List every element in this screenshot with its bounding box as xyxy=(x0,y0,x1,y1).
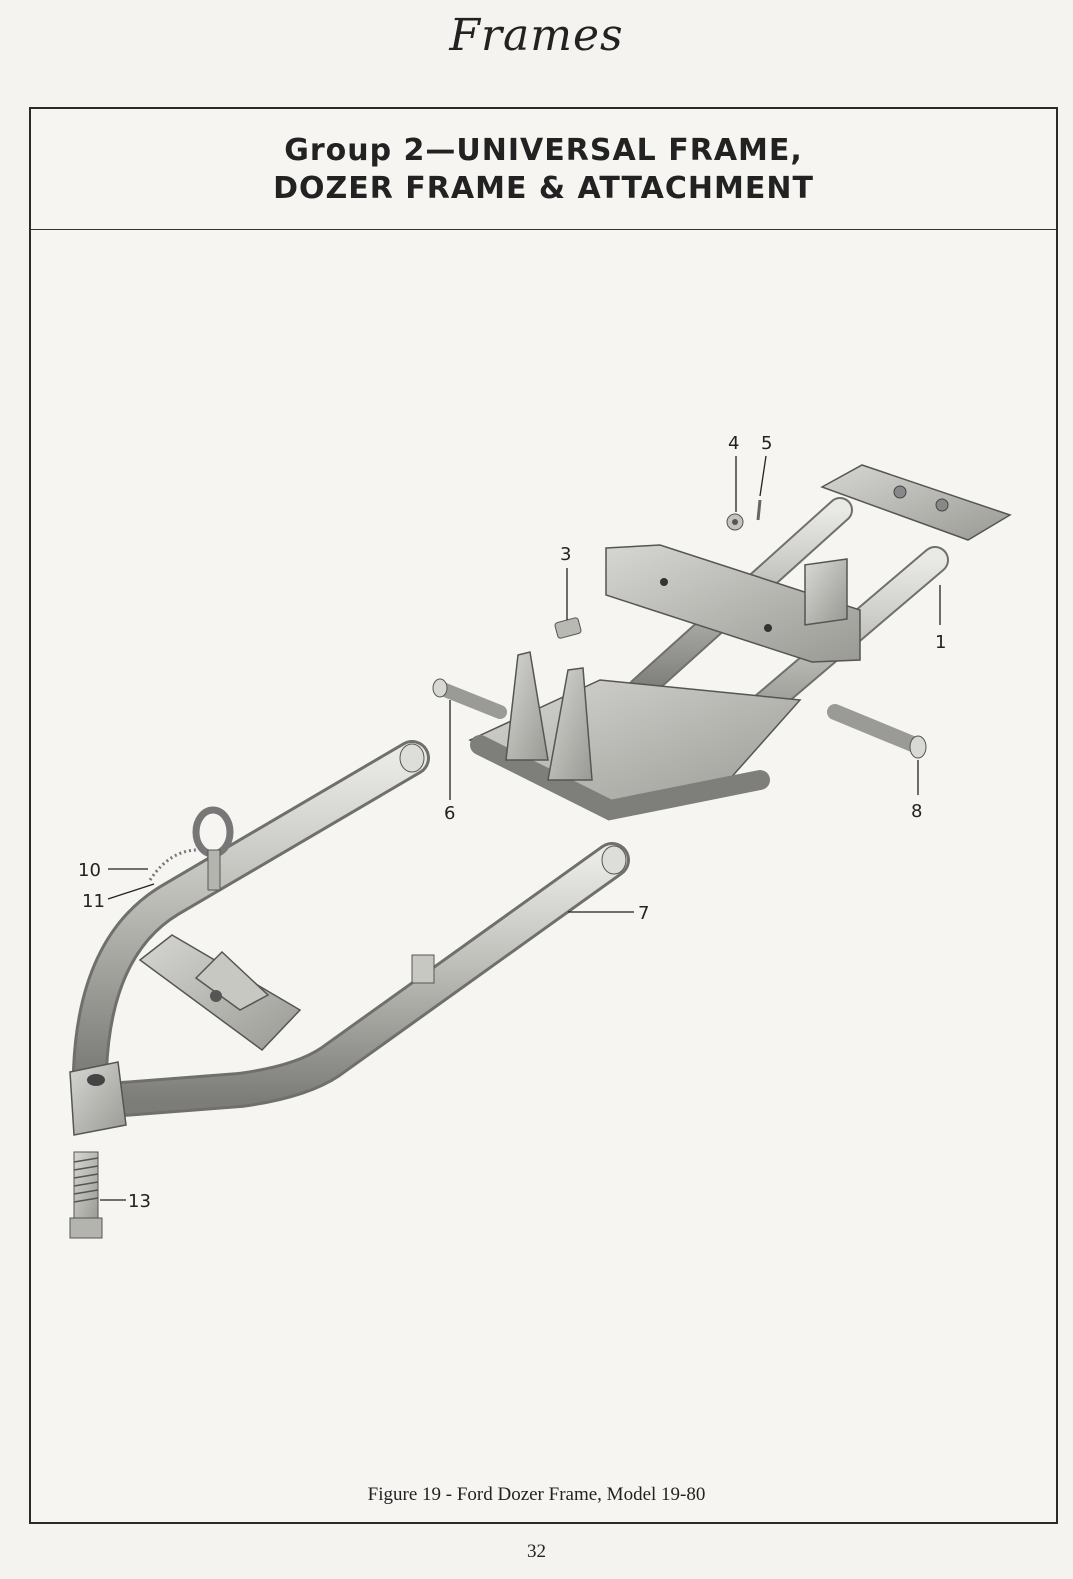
bolt-3 xyxy=(554,617,582,639)
cross-bracket xyxy=(605,544,861,663)
figure-frame: Group 2—UNIVERSAL FRAME, DOZER FRAME & A… xyxy=(29,107,1058,1524)
callout-4: 4 xyxy=(728,433,739,454)
leader-11 xyxy=(107,883,155,900)
page-number: 32 xyxy=(527,1541,546,1562)
pin-6 xyxy=(433,681,507,719)
hitch-bracket xyxy=(194,950,270,1011)
base-tube xyxy=(470,735,770,821)
rear-mount-plate xyxy=(820,464,1012,541)
hitch-hole xyxy=(210,990,222,1002)
pin-8-head xyxy=(909,735,927,759)
running-head: Frames xyxy=(449,10,624,61)
arm-end-upper xyxy=(399,743,425,773)
plate-bolt-2 xyxy=(935,498,949,512)
dozer-arm-lower-hl xyxy=(95,845,627,1115)
cotter-pin-5 xyxy=(756,499,762,521)
callout-11: 11 xyxy=(82,891,105,912)
upright-left xyxy=(505,651,549,761)
bolt-13-shank xyxy=(73,1151,99,1223)
callout-13: 13 xyxy=(128,1191,151,1212)
callout-8: 8 xyxy=(911,801,922,822)
callout-5: 5 xyxy=(761,433,772,454)
dozer-frame xyxy=(69,740,630,1136)
chain-10-11 xyxy=(148,848,199,881)
leader-5 xyxy=(759,455,767,497)
nut-4-hole xyxy=(732,519,738,525)
plate-bolt-1 xyxy=(893,485,907,499)
callouts xyxy=(100,455,941,1201)
clevis-lug xyxy=(411,954,435,984)
hardware-parts xyxy=(69,499,927,1239)
title-line-2: DOZER FRAME & ATTACHMENT xyxy=(273,171,814,206)
title-line-1: Group 2—UNIVERSAL FRAME, xyxy=(284,133,803,168)
lifting-eye xyxy=(192,806,234,858)
pivot-hole xyxy=(87,1074,105,1086)
side-plate xyxy=(804,558,848,626)
callout-1: 1 xyxy=(935,632,946,653)
title-band: Group 2—UNIVERSAL FRAME, DOZER FRAME & A… xyxy=(31,109,1056,230)
lifting-eye-stem xyxy=(207,849,221,891)
bolt-13-threads xyxy=(73,1157,99,1203)
pin-8 xyxy=(827,704,923,753)
callout-10: 10 xyxy=(78,860,101,881)
figure-caption: Figure 19 - Ford Dozer Frame, Model 19-8… xyxy=(367,1484,706,1505)
bolt-13-head xyxy=(69,1217,103,1239)
callout-3: 3 xyxy=(560,544,571,565)
pivot-block xyxy=(69,1061,127,1136)
callout-7: 7 xyxy=(638,903,649,924)
pin-6-head xyxy=(432,678,448,698)
callout-6: 6 xyxy=(444,803,455,824)
arm-end-lower xyxy=(601,845,627,875)
upright-right xyxy=(547,667,593,781)
universal-frame xyxy=(468,464,1012,821)
bracket-hole-1 xyxy=(660,578,668,586)
bracket-hole-2 xyxy=(764,624,772,632)
dozer-arm-upper-hl xyxy=(75,743,427,1085)
